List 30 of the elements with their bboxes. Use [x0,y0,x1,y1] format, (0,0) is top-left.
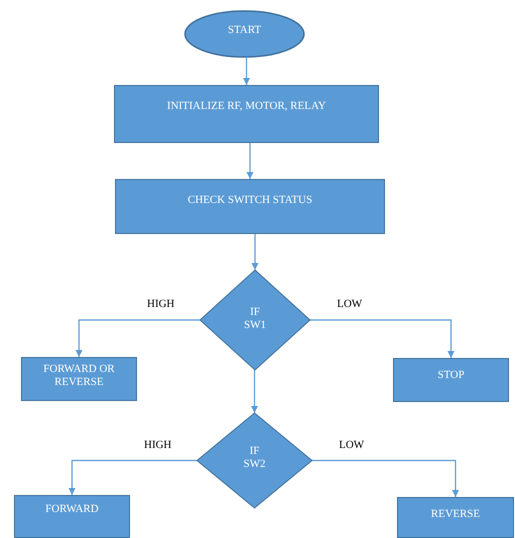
node-text: START [226,24,262,38]
edge-label: HIGH [142,438,174,450]
arrow [68,460,197,495]
process-box [393,358,509,402]
arrow [246,143,254,179]
edge-label: HIGH [145,298,176,310]
node-text: FORWARD OR REVERSE [42,363,116,390]
process-box [14,495,130,538]
start-ellipse [184,10,305,58]
edge-label: LOW [337,438,366,450]
process-box [114,85,379,143]
process-box [21,357,137,401]
node-text: INITIALIZE RF, MOTOR, RELAY [166,100,327,114]
arrow [310,319,455,358]
process-box [397,497,514,538]
arrow [242,58,250,85]
node-text: IF SW1 [243,306,267,332]
node-text: IF SW2 [242,445,266,472]
arrow [75,319,200,357]
arrow [250,370,258,413]
node-text: STOP [436,369,466,382]
process-box [115,179,385,234]
decision-diamond [197,413,312,508]
node-text: CHECK SWITCH STATUS [186,194,314,208]
arrow [251,234,259,270]
edge-label: LOW [335,298,364,310]
node-text: FORWARD [44,503,100,516]
node-text: REVERSE [430,508,481,522]
arrow [312,460,460,497]
decision-diamond [200,270,310,370]
